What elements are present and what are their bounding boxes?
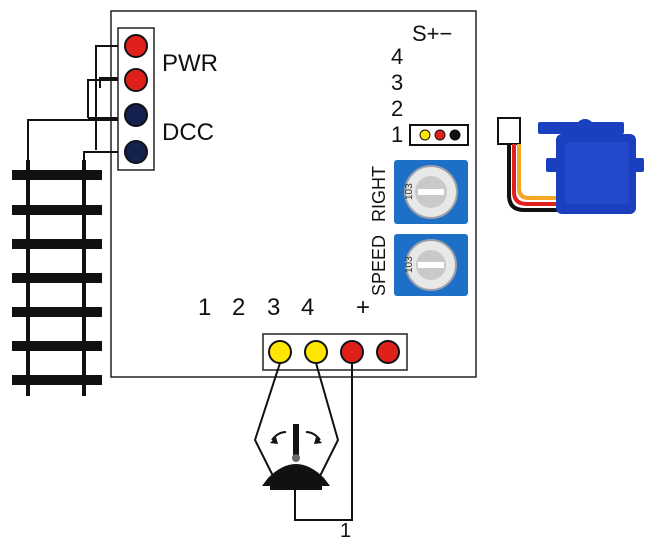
pwr-label: PWR bbox=[162, 50, 218, 77]
pot-speed-label: SPEED bbox=[369, 235, 389, 296]
input-terminal-4[interactable] bbox=[304, 340, 328, 364]
pot-speed-marking: 103 bbox=[404, 256, 415, 273]
plus-pin bbox=[434, 129, 446, 141]
input-label-3: 3 bbox=[267, 294, 280, 321]
servo-header-title: S+− bbox=[412, 21, 452, 46]
input-label-4: 4 bbox=[301, 294, 314, 321]
pwr-terminal-1[interactable] bbox=[124, 34, 148, 58]
signal-pin bbox=[419, 129, 431, 141]
pot-right-label: RIGHT bbox=[369, 166, 389, 222]
push-button-switch[interactable] bbox=[262, 424, 330, 490]
input-terminal-block bbox=[262, 333, 408, 371]
dcc-label: DCC bbox=[162, 119, 214, 146]
dcc-terminal-2[interactable] bbox=[124, 140, 148, 164]
input-label-2: 2 bbox=[232, 294, 245, 321]
input-terminal-3[interactable] bbox=[268, 340, 292, 364]
input-terminal-plus-b[interactable] bbox=[376, 340, 400, 364]
servo-channel-4: 4 bbox=[391, 44, 403, 69]
switch-wires bbox=[253, 362, 353, 521]
minus-pin bbox=[449, 129, 461, 141]
servo-motor bbox=[497, 117, 644, 214]
servo-channel-3: 3 bbox=[391, 70, 403, 95]
servo-header-connector[interactable] bbox=[409, 124, 469, 146]
input-terminal-plus-a[interactable] bbox=[340, 340, 364, 364]
servo-channel-2: 2 bbox=[391, 96, 403, 121]
input-label-plus: + bbox=[356, 294, 370, 321]
switch-label: 1 bbox=[340, 520, 351, 541]
pot-right[interactable]: 103 bbox=[394, 160, 468, 224]
power-terminal-block bbox=[117, 27, 155, 171]
pwr-terminal-2[interactable] bbox=[124, 68, 148, 92]
input-label-1: 1 bbox=[198, 294, 211, 321]
pot-speed[interactable]: 103 bbox=[394, 234, 468, 296]
dcc-terminal-1[interactable] bbox=[124, 103, 148, 127]
pot-right-marking: 103 bbox=[404, 183, 415, 200]
railroad-track bbox=[12, 160, 102, 396]
servo-channel-1: 1 bbox=[391, 122, 403, 147]
